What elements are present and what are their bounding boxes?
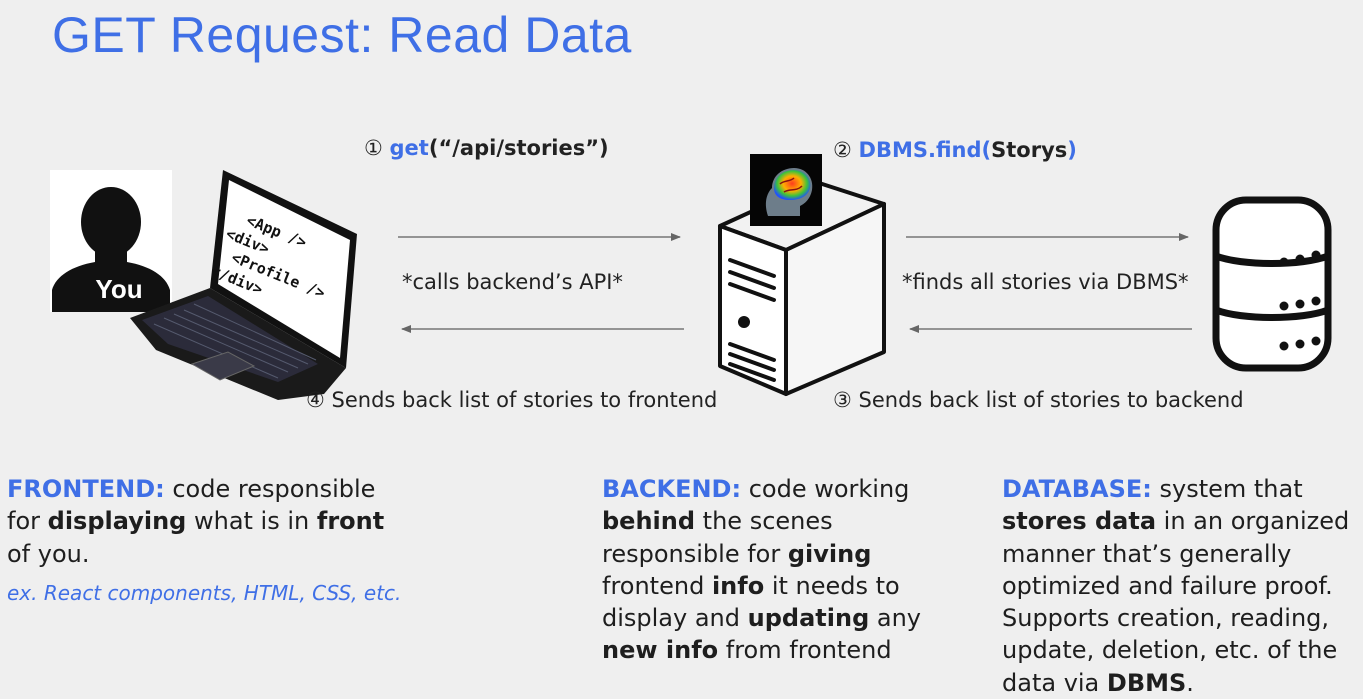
step-2-function: DBMS.find (858, 138, 982, 162)
backend-bold: giving (787, 539, 872, 568)
step-4-text: Sends back list of stories to frontend (331, 388, 718, 412)
step-3-number: ③ (833, 388, 852, 412)
user-silhouette-graphic (52, 187, 170, 312)
database-bold: DBMS (1106, 668, 1187, 697)
backend-text: from frontend (718, 636, 892, 665)
database-heading: DATABASE: (1002, 475, 1152, 503)
step-4-number: ④ (306, 388, 325, 412)
frontend-description: FRONTEND: code responsible for displayin… (7, 473, 407, 570)
brain-icon (750, 154, 822, 226)
database-text: in an organized manner that’s generally … (1002, 507, 1350, 697)
user-icon: You (50, 170, 172, 312)
frontend-text: what is in (186, 507, 317, 536)
frontend-example: ex. React components, HTML, CSS, etc. (7, 581, 402, 605)
backend-text: any (869, 604, 921, 633)
database-bold: stores data (1002, 507, 1157, 536)
step-4-label: ④ Sends back list of stories to frontend (306, 388, 717, 412)
user-label: You (95, 274, 143, 304)
step-3-label: ③ Sends back list of stories to backend (833, 388, 1244, 412)
step-2-label: ② DBMS.find(Storys) (833, 138, 1077, 162)
step-1-argument: (“/api/stories”) (428, 136, 609, 160)
backend-text: the scenes responsible for (602, 507, 833, 568)
frontend-text: code responsible for (7, 475, 376, 536)
step-2-number: ② (833, 138, 852, 162)
backend-heading: BACKEND: (602, 475, 742, 503)
step-2-argument: Storys (991, 138, 1068, 162)
backend-bold: behind (602, 507, 696, 536)
backend-bold: info (711, 571, 765, 600)
step-3-text: Sends back list of stories to backend (858, 388, 1244, 412)
frontend-heading: FRONTEND: (7, 475, 165, 503)
backend-text: code working (741, 475, 910, 503)
page-title: GET Request: Read Data (52, 7, 632, 63)
finds-stories-note: *finds all stories via DBMS* (902, 270, 1189, 294)
step-2-close-paren: ) (1067, 138, 1077, 162)
database-description: DATABASE: system that stores data in an … (1002, 473, 1358, 699)
laptop-icon (130, 170, 357, 400)
backend-bold: updating (747, 604, 870, 633)
database-text: system that (1151, 475, 1303, 503)
frontend-text: of you. (7, 539, 90, 568)
database-text: . (1186, 668, 1194, 697)
backend-bold: new info (602, 636, 719, 665)
step-2-open-paren: ( (981, 138, 992, 162)
server-icon (718, 180, 886, 396)
backend-text: it needs to display and (602, 571, 900, 633)
frontend-bold: front (316, 507, 385, 536)
step-1-function: get (389, 136, 429, 160)
backend-description: BACKEND: code working behind the scenes … (602, 473, 942, 667)
database-icon (1212, 196, 1332, 372)
frontend-bold: displaying (47, 507, 187, 536)
calls-api-note: *calls backend’s API* (402, 270, 623, 294)
step-1-number: ① (364, 136, 383, 160)
backend-text: frontend (602, 571, 712, 600)
step-1-label: ① get(“/api/stories”) (364, 136, 609, 160)
